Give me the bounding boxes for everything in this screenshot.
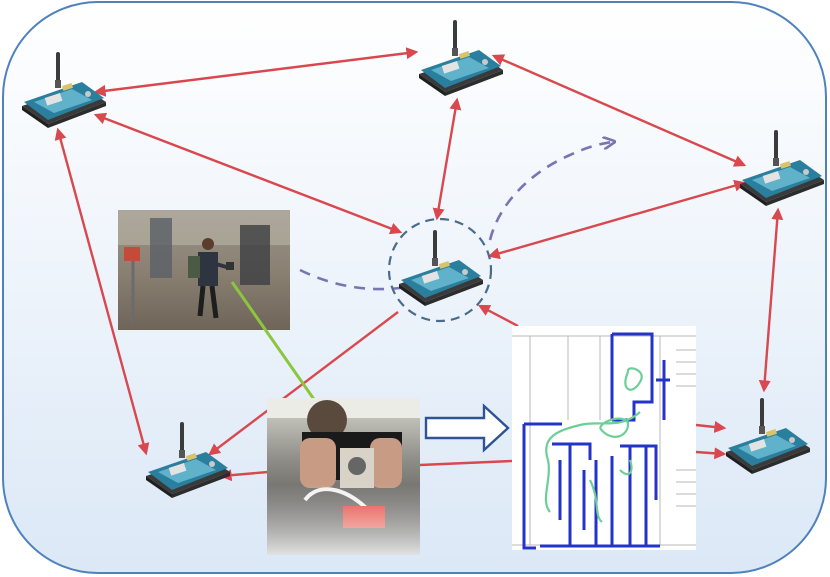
floorplan-map [512, 326, 696, 550]
link-topcenter-center [432, 97, 462, 221]
link-floorplan-bottomright-2 [695, 447, 727, 460]
link-floorplan-camera [419, 459, 513, 467]
network-links [54, 47, 784, 482]
link-topcenter-right [491, 54, 747, 167]
center-node-highlight-ring [387, 217, 493, 323]
link-right-center [487, 179, 747, 260]
photo-handheld-camera [267, 398, 420, 555]
trajectory-dashed-path [299, 142, 612, 291]
link-floorplan-center [477, 304, 519, 328]
link-right-bottomright [758, 207, 784, 393]
photo-person-with-backpack [118, 210, 290, 330]
link-topleft-bottomleft [54, 127, 150, 456]
process-arrow [424, 403, 510, 453]
link-topleft-topcenter [93, 47, 419, 97]
link-floorplan-bottomright [695, 421, 727, 433]
